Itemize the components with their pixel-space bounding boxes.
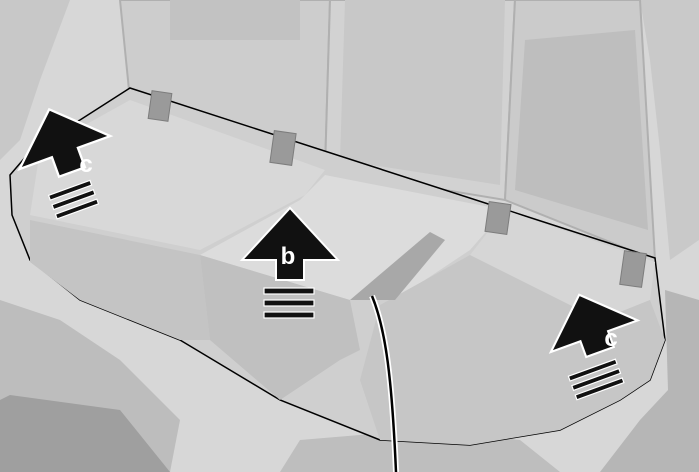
buckle-4 xyxy=(620,251,647,288)
motion-lines-icon xyxy=(264,288,314,294)
buckle-1 xyxy=(148,91,172,122)
arrow-right-label: c xyxy=(604,325,617,352)
arrow-center-label: b xyxy=(281,243,296,270)
arrow-left-label: c xyxy=(79,151,92,178)
buckle-3 xyxy=(485,202,511,235)
buckle-2 xyxy=(270,131,296,166)
headrest-recess-left xyxy=(170,0,300,40)
motion-line-3 xyxy=(264,312,314,318)
backrest-center-panel xyxy=(340,0,505,185)
motion-line-2 xyxy=(264,300,314,306)
